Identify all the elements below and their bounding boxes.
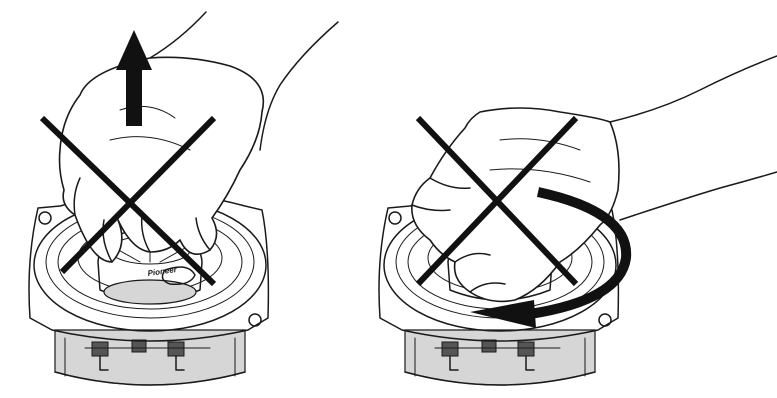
left-panel: Pioneer: [29, 12, 338, 385]
speaker-basket: [405, 330, 595, 385]
left-hand: [60, 12, 339, 284]
speaker-basket: [55, 330, 245, 385]
right-hand: [412, 56, 777, 301]
right-panel: [379, 56, 777, 385]
